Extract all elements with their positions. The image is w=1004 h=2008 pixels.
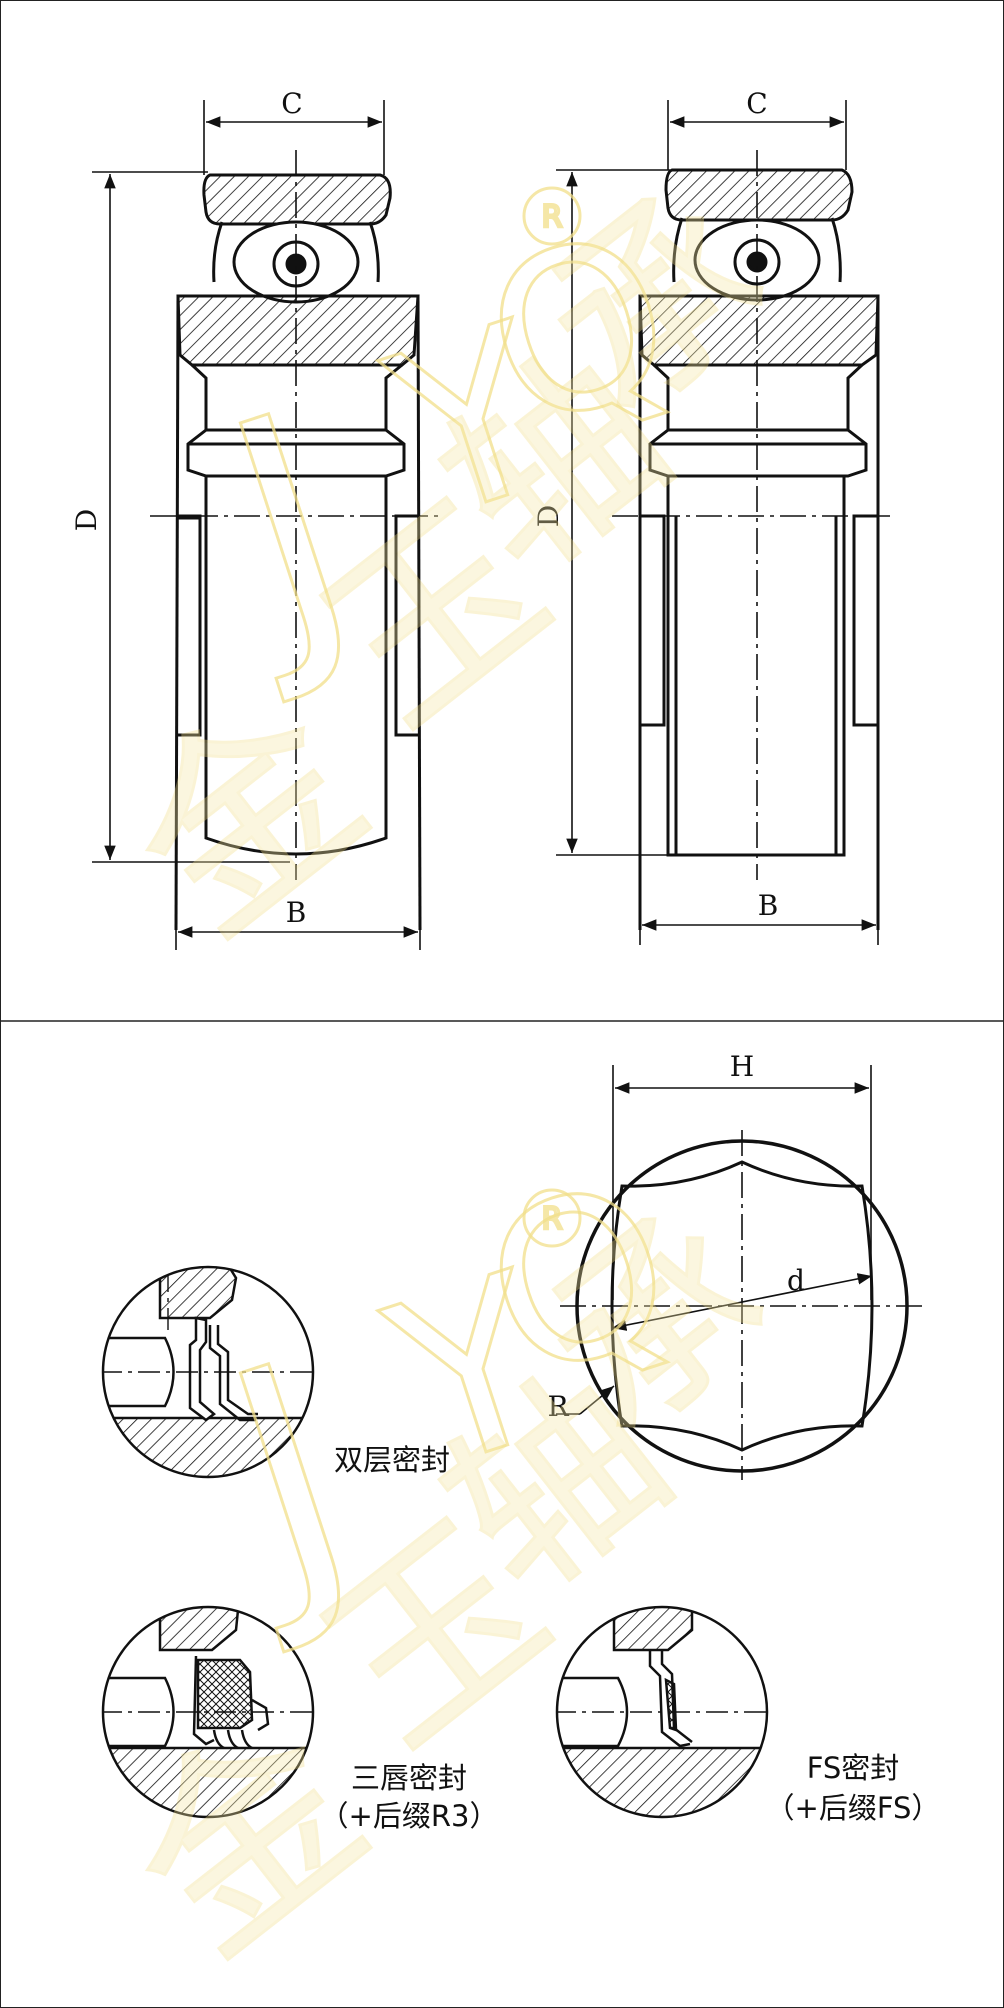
left-centerlines [150, 150, 440, 880]
watermark-mark-bottom: R [542, 1202, 563, 1237]
seal-suffix-triple-lip: （+后缀R3） [320, 1799, 499, 1833]
hex-dim-d-label: d [787, 1264, 805, 1297]
seal-caption-fs: FS密封 [807, 1751, 900, 1785]
seal-suffix-fs: （+后缀FS） [766, 1791, 941, 1825]
svg-text:金: 金 [90, 1677, 406, 1999]
watermark-logo: R R J Y Q 金 玉 轴 承 J Y Q 金 玉 轴 承 [88, 150, 808, 2001]
right-dimensions [556, 100, 879, 945]
right-dim-b-label: B [758, 889, 779, 922]
seal-caption-triple-lip: 三唇密封 [351, 1761, 467, 1795]
hex-dim-h-label: H [730, 1050, 754, 1083]
left-dimensions [92, 100, 421, 950]
watermark-mark-top: R [542, 200, 563, 235]
seal-detail-fs [555, 1605, 769, 1819]
left-dim-b-label: B [286, 896, 307, 929]
hex-bore-section [556, 1065, 922, 1480]
left-dim-d-label: D [70, 509, 103, 531]
right-dim-d-label: D [532, 505, 565, 527]
right-centerlines [612, 150, 896, 880]
svg-text:金: 金 [90, 657, 406, 979]
seal-caption-double: 双层密封 [334, 1443, 450, 1477]
right-dim-c-label: C [746, 87, 767, 120]
left-bearing-view [174, 173, 422, 931]
hex-dim-r-label: R [547, 1390, 569, 1423]
left-dim-c-label: C [281, 87, 302, 120]
